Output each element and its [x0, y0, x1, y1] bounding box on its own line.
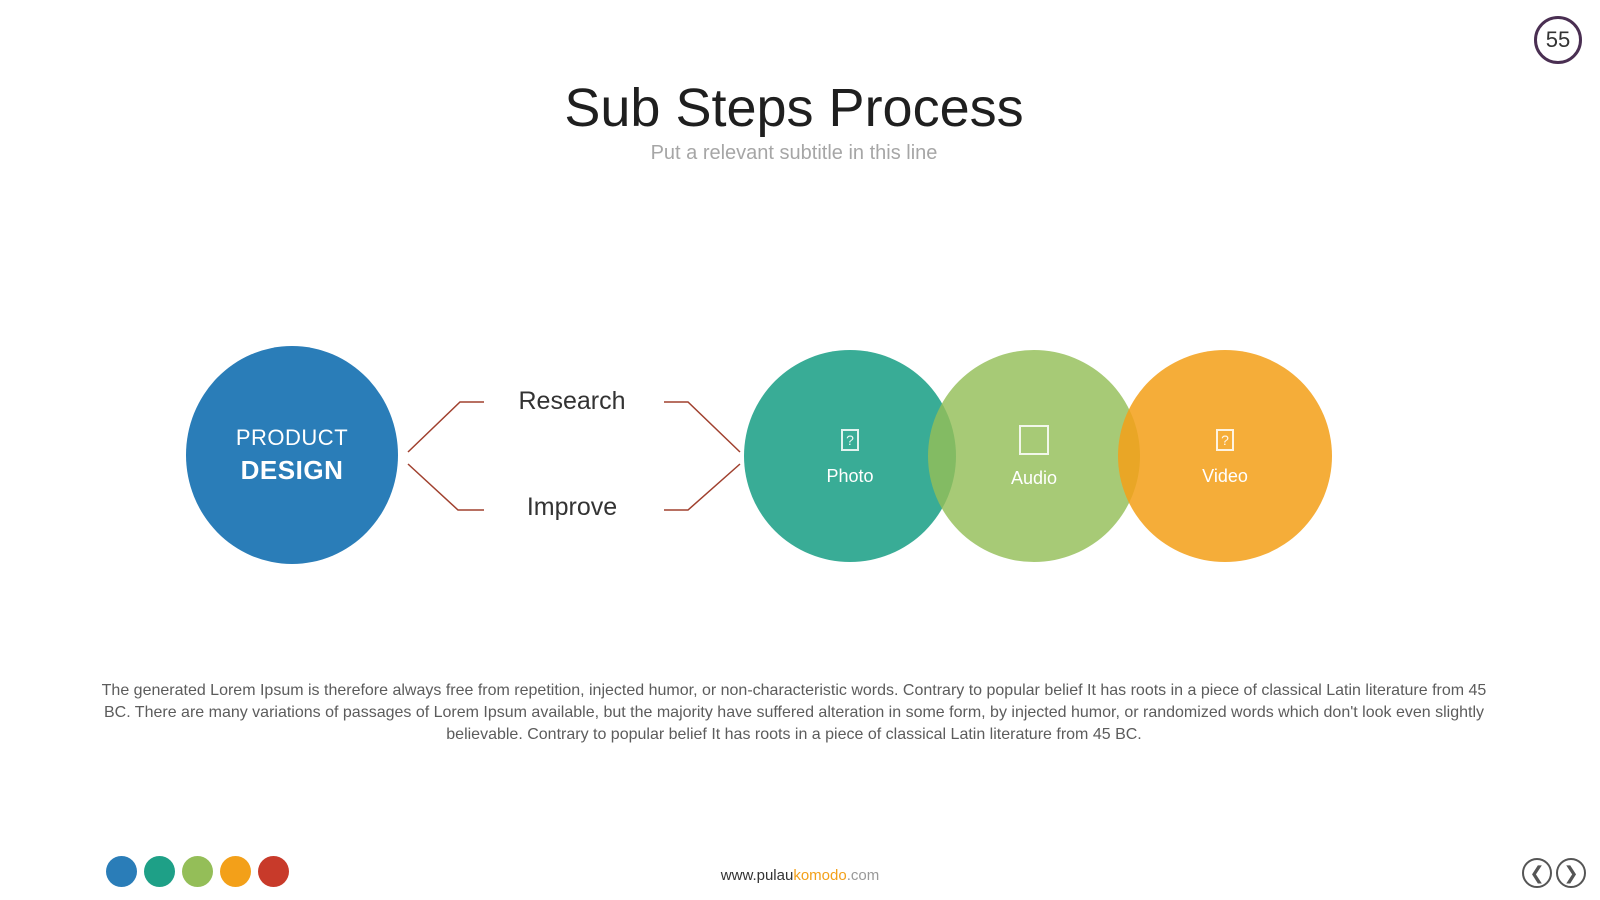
image-icon: ? [841, 429, 859, 451]
audio-circle: Audio [928, 350, 1140, 562]
page-number-badge: 55 [1534, 16, 1582, 64]
footer-url[interactable]: www.pulaukomodo.com [0, 866, 1600, 886]
footer-url-prefix: www.pulau [720, 867, 794, 884]
chevron-right-icon: ❯ [1563, 863, 1579, 883]
step-research: Research [518, 387, 626, 415]
video-icon: ? [1216, 429, 1234, 451]
step-improve: Improve [526, 493, 618, 521]
next-slide-button[interactable]: ❯ [1556, 858, 1586, 888]
connector-improve-right [664, 463, 741, 511]
prev-slide-button[interactable]: ❮ [1522, 858, 1552, 888]
audio-label: Audio [1010, 468, 1058, 488]
photo-circle: ? Photo [744, 350, 956, 562]
product-design-circle: PRODUCT DESIGN [186, 346, 398, 564]
footer-url-brand: komodo [793, 867, 847, 884]
palette-dot-teal [144, 856, 175, 887]
video-label: Video [1202, 466, 1248, 486]
palette-dot-blue [106, 856, 137, 887]
palette-dot-green [182, 856, 213, 887]
chevron-left-icon: ❮ [1529, 863, 1545, 883]
square-icon [1019, 425, 1049, 455]
video-circle: ? Video [1118, 350, 1332, 562]
palette-dot-red [258, 856, 289, 887]
palette-dot-orange [220, 856, 251, 887]
photo-label: Photo [826, 466, 874, 486]
slide-title: Sub Steps Process [564, 78, 1024, 138]
color-palette [106, 856, 289, 887]
footer-url-suffix: .com [846, 867, 880, 884]
page-number: 55 [1545, 27, 1571, 52]
slide-subtitle: Put a relevant subtitle in this line [650, 142, 938, 164]
product-label-line2: DESIGN [240, 455, 344, 485]
connector-research-right [664, 401, 741, 453]
product-label-line1: PRODUCT [235, 425, 349, 450]
body-paragraph: The generated Lorem Ipsum is therefore a… [101, 682, 1487, 743]
